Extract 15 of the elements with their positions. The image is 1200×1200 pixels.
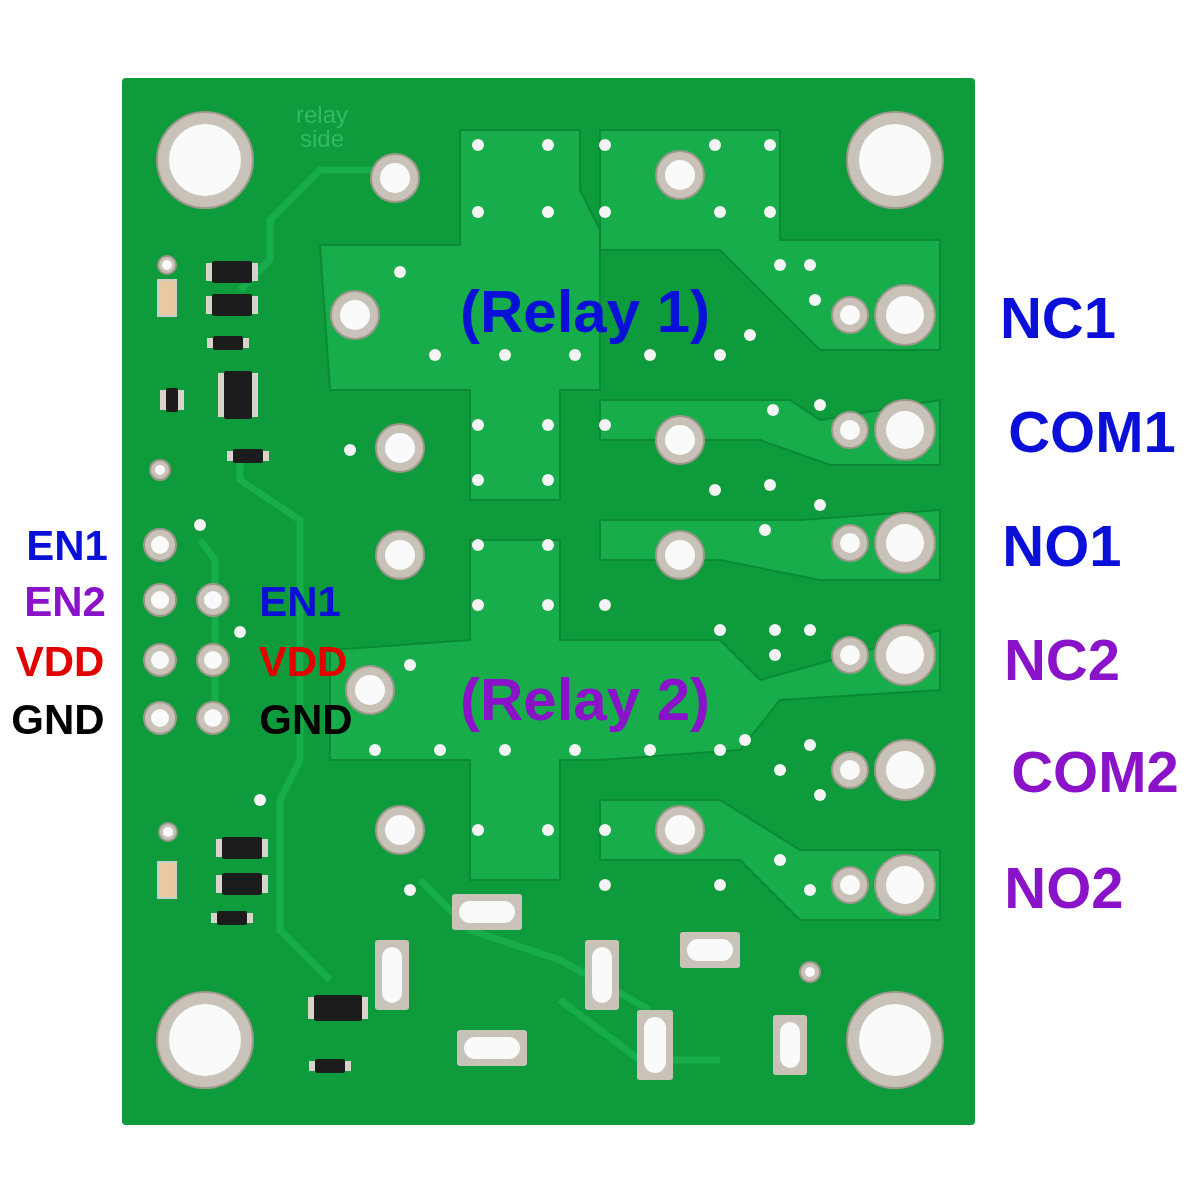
pin-label: GND — [259, 699, 353, 741]
pin-label: NO1 — [1002, 517, 1122, 575]
pin-label: NO2 — [1004, 859, 1124, 917]
relay-label: (Relay 2) — [459, 670, 711, 730]
pin-label: COM2 — [1011, 743, 1179, 801]
pin-label: COM1 — [1008, 403, 1176, 461]
pin-label: VDD — [15, 641, 105, 683]
pin-label: GND — [11, 699, 105, 741]
pin-label: EN2 — [24, 581, 106, 623]
pin-label: VDD — [258, 641, 348, 683]
pin-label: EN1 — [259, 581, 341, 623]
relay-label: (Relay 1) — [459, 282, 711, 342]
pin-label: EN1 — [26, 525, 108, 567]
pin-label: NC2 — [1004, 631, 1120, 689]
pin-label: NC1 — [1000, 289, 1116, 347]
